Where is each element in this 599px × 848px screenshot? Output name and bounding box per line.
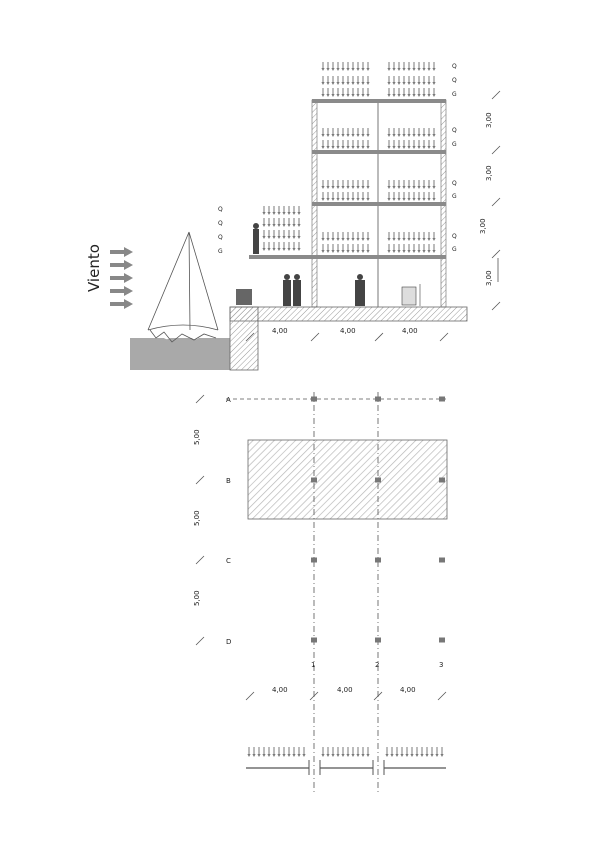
section-span-1: 4,00 [272, 327, 288, 335]
roof-load-q1: Q [452, 63, 457, 70]
plan-column [311, 557, 317, 563]
row-spacing-ticks [195, 394, 205, 646]
col-label-2: 2 [375, 661, 379, 669]
plan-column [311, 396, 317, 402]
roof-load-g: G [452, 91, 457, 98]
row-spacing-ab: 5,00 [193, 429, 201, 445]
floor2-load-q: Q [452, 180, 457, 187]
roof-load-labels: Q Q G [452, 63, 457, 98]
terrace-slab-base [229, 306, 468, 322]
section-drawing: Viento [85, 62, 501, 371]
plan-column [375, 396, 381, 402]
row-label-a: A [226, 396, 231, 404]
plan-column [311, 477, 317, 483]
terrace-load-labels: Q Q Q G [218, 206, 223, 255]
wind-arrow [110, 286, 133, 296]
floor1-load-g: G [452, 246, 457, 253]
wind-arrow [110, 260, 133, 270]
plan-column [439, 557, 445, 563]
terrace-load-q2: Q [218, 220, 223, 227]
story-height-2: 3,00 [479, 218, 487, 234]
story-height-dimensions [491, 90, 501, 311]
load-arrows [262, 62, 436, 253]
section-span-3: 4,00 [402, 327, 418, 335]
plan-column [439, 637, 445, 643]
beam-load-diagram [246, 747, 446, 775]
roof-load-q2: Q [452, 77, 457, 84]
story-height-1: 3,00 [485, 270, 493, 286]
col-label-3: 3 [439, 661, 443, 669]
ground-block [130, 338, 230, 370]
span-dimension-ticks [245, 332, 449, 342]
plan-column [439, 396, 445, 402]
plan-drawing: A B C D 1 2 3 5,00 5,00 5,00 4,00 4,00 4… [193, 392, 448, 792]
retaining-wall [229, 306, 259, 371]
row-label-c: C [226, 557, 231, 565]
wind-label: Viento [85, 244, 103, 292]
floor-load-labels: Q G Q G Q G [452, 127, 457, 253]
col-label-1: 1 [311, 661, 315, 669]
tent-sketch [147, 231, 219, 343]
plan-column [311, 637, 317, 643]
floor3-load-q: Q [452, 127, 457, 134]
row-label-b: B [226, 477, 231, 485]
plan-span-3: 4,00 [400, 686, 416, 694]
wind-arrow [110, 247, 133, 257]
plan-column [375, 557, 381, 563]
terrace-load-g: G [218, 248, 223, 255]
row-label-d: D [226, 638, 231, 646]
ground-debris [150, 328, 212, 340]
section-span-2: 4,00 [340, 327, 356, 335]
floor3-load-g: G [452, 141, 457, 148]
plan-hatched-slab [247, 439, 448, 520]
people-figures [236, 223, 365, 306]
plan-column [439, 477, 445, 483]
row-spacing-cd: 5,00 [193, 590, 201, 606]
terrace-load-q1: Q [218, 206, 223, 213]
row-spacing-bc: 5,00 [193, 510, 201, 526]
floor2-load-g: G [452, 193, 457, 200]
terrace-load-q3: Q [218, 234, 223, 241]
col-spacing-ticks [245, 691, 447, 701]
chair-figure [401, 284, 421, 306]
plan-span-2: 4,00 [337, 686, 353, 694]
plan-column [375, 477, 381, 483]
wind-arrow [110, 273, 133, 283]
plan-span-1: 4,00 [272, 686, 288, 694]
floor1-load-q: Q [452, 233, 457, 240]
story-height-3: 3,00 [485, 165, 493, 181]
wind-arrows [110, 247, 133, 309]
plan-columns [311, 396, 445, 643]
floor-slabs [249, 99, 446, 259]
story-height-4: 3,00 [485, 112, 493, 128]
wind-arrow [110, 299, 133, 309]
plan-column [375, 637, 381, 643]
